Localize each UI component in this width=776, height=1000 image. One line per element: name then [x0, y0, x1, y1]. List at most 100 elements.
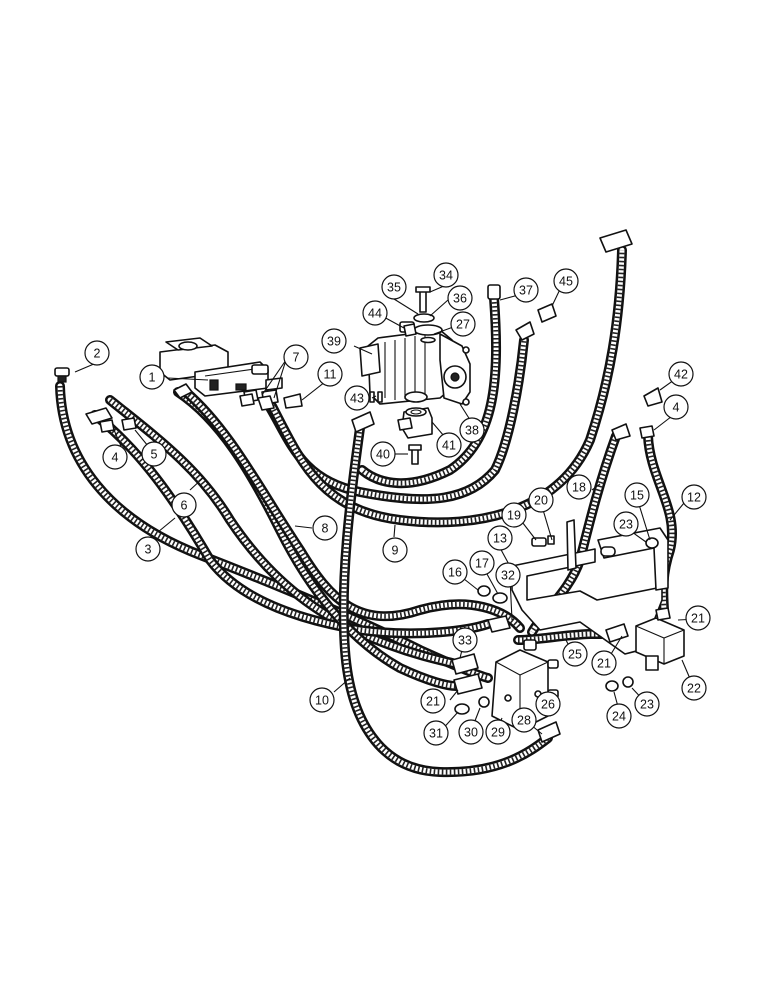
- callout-label: 39: [327, 335, 341, 349]
- components: [54, 229, 685, 743]
- callout-label: 20: [534, 494, 548, 508]
- callout-2: 2: [84, 340, 110, 366]
- callout-label: 35: [387, 281, 401, 295]
- callout-6: 6: [171, 492, 197, 518]
- callout-label: 41: [442, 439, 456, 453]
- callout-label: 3: [145, 543, 152, 557]
- callout-4: 4: [102, 444, 128, 470]
- callout-label: 16: [448, 566, 462, 580]
- callout-24: 24: [606, 703, 632, 729]
- leader-line: [429, 285, 445, 293]
- callout-label: 1: [149, 371, 156, 385]
- callout-22: 22: [681, 675, 707, 701]
- callout-43: 43: [344, 385, 370, 411]
- callout-label: 34: [439, 269, 453, 283]
- callout-label: 12: [687, 491, 701, 505]
- callout-label: 22: [687, 682, 701, 696]
- callout-label: 44: [368, 307, 382, 321]
- callout-20: 20: [528, 487, 554, 513]
- bolt-34: [415, 286, 431, 313]
- callout-label: 4: [673, 401, 680, 415]
- leader-line: [449, 689, 459, 701]
- leader-line: [113, 429, 122, 447]
- callout-label: 43: [350, 392, 364, 406]
- callout-1: 1: [139, 364, 165, 390]
- hose-3-6: [105, 395, 461, 669]
- callout-label: 31: [429, 727, 443, 741]
- o-ring: [404, 391, 428, 403]
- callout-29: 29: [485, 719, 511, 745]
- callout-label: 15: [630, 489, 644, 503]
- callout-32: 32: [495, 562, 521, 588]
- washer: [413, 313, 435, 323]
- callout-label: 25: [568, 648, 582, 662]
- callout-label: 45: [559, 275, 573, 289]
- leader-line: [353, 345, 373, 355]
- leader-line: [167, 377, 209, 381]
- callout-label: 23: [640, 698, 654, 712]
- callout-21: 21: [420, 688, 446, 714]
- leader-line: [189, 477, 204, 491]
- callout-44: 44: [362, 300, 388, 326]
- callout-8: 8: [312, 515, 338, 541]
- callout-31: 31: [423, 720, 449, 746]
- callout-label: 5: [151, 448, 158, 462]
- callout-label: 17: [475, 557, 489, 571]
- callout-33: 33: [452, 627, 478, 653]
- callout-19: 19: [501, 502, 527, 528]
- callout-10: 10: [309, 687, 335, 713]
- leader-line: [371, 395, 377, 399]
- callout-4: 4: [663, 394, 689, 420]
- callout-label: 23: [619, 518, 633, 532]
- callout-label: 40: [376, 448, 390, 462]
- leader-line: [273, 359, 287, 399]
- callout-28: 28: [511, 707, 537, 733]
- callout-label: 36: [453, 292, 467, 306]
- callout-7: 7: [283, 344, 309, 370]
- callout-13: 13: [487, 525, 513, 551]
- callout-label: 26: [541, 698, 555, 712]
- leader-line: [261, 359, 287, 396]
- leader-line: [294, 525, 313, 529]
- hose-12: [643, 431, 677, 617]
- callout-30: 30: [458, 719, 484, 745]
- hoses: [55, 245, 677, 778]
- callout-23: 23: [634, 691, 660, 717]
- hydraulic-pump: [359, 321, 471, 406]
- callout-label: 11: [324, 368, 337, 382]
- callout-label: 33: [458, 634, 472, 648]
- callout-38: 38: [459, 417, 485, 443]
- callouts: 1234456789101112131516171819202121212223…: [84, 262, 711, 746]
- callout-label: 27: [456, 318, 470, 332]
- callout-17: 17: [469, 550, 495, 576]
- callout-34: 34: [433, 262, 459, 288]
- leader-line: [393, 524, 396, 538]
- callout-label: 24: [612, 710, 626, 724]
- callout-11: 11: [317, 361, 343, 387]
- callout-26: 26: [535, 691, 561, 717]
- leader-line: [429, 299, 449, 317]
- callout-label: 42: [674, 368, 688, 382]
- callout-18: 18: [566, 474, 592, 500]
- callout-40: 40: [370, 441, 396, 467]
- callout-42: 42: [668, 361, 694, 387]
- callout-label: 19: [507, 509, 521, 523]
- callout-23: 23: [613, 511, 639, 537]
- manifold-block-29: [491, 649, 549, 731]
- callout-label: 38: [465, 424, 479, 438]
- callout-12: 12: [681, 484, 707, 510]
- callout-37: 37: [513, 277, 539, 303]
- callout-label: 21: [597, 657, 611, 671]
- callout-label: 21: [426, 695, 440, 709]
- callout-label: 37: [519, 284, 533, 298]
- callout-39: 39: [321, 328, 347, 354]
- leader-line: [333, 677, 351, 693]
- callout-label: 9: [392, 544, 399, 558]
- callout-label: 21: [691, 612, 705, 626]
- callout-15: 15: [624, 482, 650, 508]
- callout-label: 8: [322, 522, 329, 536]
- callout-36: 36: [447, 285, 473, 311]
- leader-line: [431, 421, 445, 437]
- callout-21: 21: [591, 650, 617, 676]
